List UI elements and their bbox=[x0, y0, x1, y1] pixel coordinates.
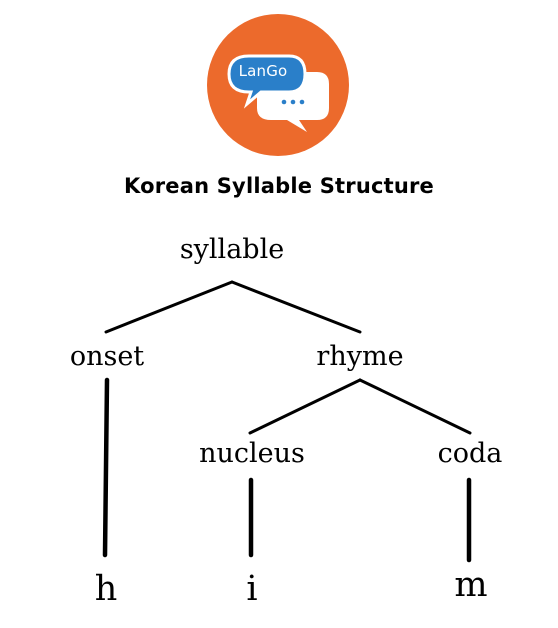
edge-syllable-rhyme bbox=[230, 280, 362, 334]
leaf-m: m bbox=[454, 565, 488, 605]
node-nucleus: nucleus bbox=[199, 438, 305, 469]
node-coda: coda bbox=[437, 438, 503, 469]
node-syllable: syllable bbox=[179, 234, 285, 265]
node-onset: onset bbox=[69, 341, 145, 372]
chat-bubbles-icon bbox=[227, 54, 329, 132]
dot-icon bbox=[290, 99, 296, 105]
node-rhyme: rhyme bbox=[316, 341, 404, 372]
leaf-h: h bbox=[94, 569, 118, 609]
lango-logo: LanGo bbox=[207, 14, 349, 156]
edge-onset-h bbox=[102, 377, 110, 558]
leaf-i: i bbox=[246, 569, 258, 609]
logo-wordmark: LanGo bbox=[238, 62, 288, 80]
dot-icon bbox=[281, 99, 287, 105]
edge-syllable-onset bbox=[104, 280, 234, 334]
diagram-title: Korean Syllable Structure bbox=[123, 174, 435, 198]
dot-icon bbox=[299, 99, 305, 105]
edge-rhyme-coda bbox=[358, 378, 472, 435]
edge-rhyme-nucleus bbox=[248, 378, 362, 435]
